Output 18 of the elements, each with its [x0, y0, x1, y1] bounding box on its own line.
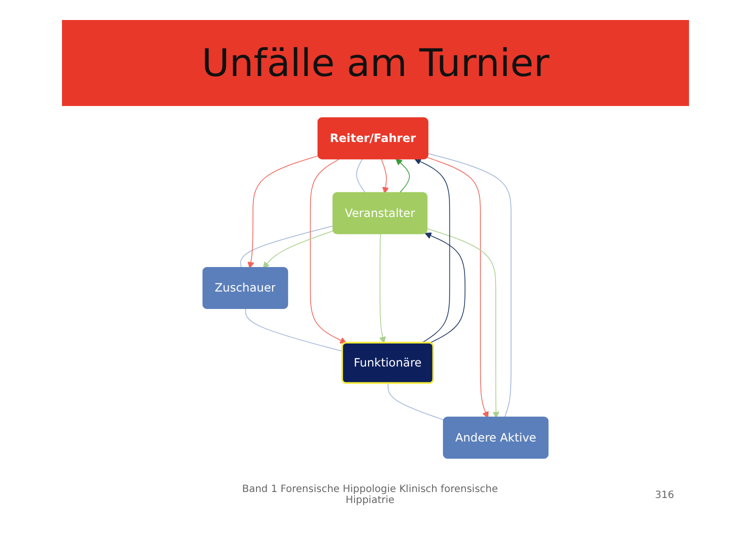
arrow [426, 157, 489, 418]
arrow [426, 228, 500, 418]
connector [245, 308, 343, 352]
arrow [379, 233, 386, 344]
connector [240, 225, 334, 269]
arrow [262, 230, 334, 269]
arrow [424, 232, 466, 344]
arrow [396, 158, 410, 194]
title-banner: Unfälle am Turnier [62, 20, 689, 106]
connector [388, 383, 445, 421]
arrow [414, 158, 450, 344]
arrow [380, 158, 389, 194]
connector [428, 153, 512, 418]
caption: Band 1 Forensische Hippologie Klinisch forensische Hippiatrie [241, 484, 499, 506]
connector [356, 158, 366, 194]
arrow [248, 155, 320, 269]
page-number: 316 [655, 490, 674, 501]
arrow [310, 158, 347, 344]
